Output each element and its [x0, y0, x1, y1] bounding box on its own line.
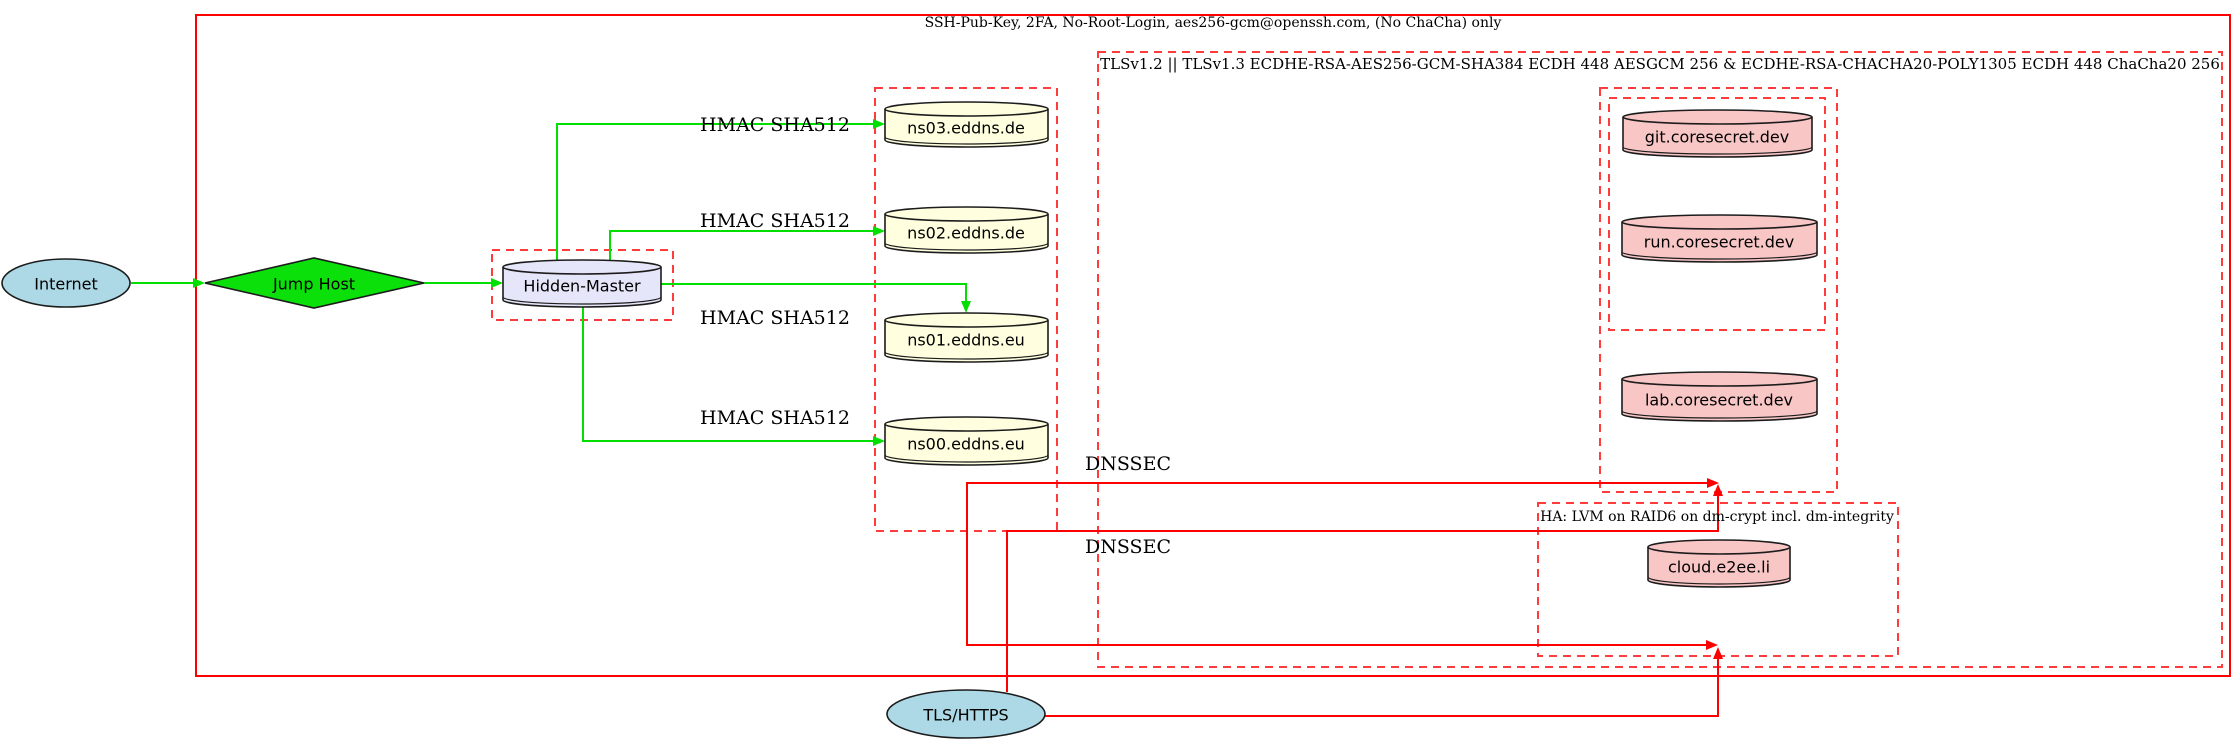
cluster-tls-box: [1097, 51, 2223, 668]
node-label-cloud: cloud.e2ee.li: [1667, 557, 1771, 577]
edge-label-hmac-ns01: HMAC SHA512: [700, 307, 850, 329]
node-lab: [1621, 371, 1818, 422]
node-git: [1622, 109, 1813, 158]
node-run: [1621, 214, 1818, 263]
edge-label-hmac-ns03: HMAC SHA512: [700, 114, 850, 136]
edge-label-dnssec-lower: DNSSEC: [1085, 536, 1171, 558]
node-tls-https: [886, 689, 1046, 739]
node-cloud: [1647, 539, 1791, 588]
edge-label-hmac-ns02: HMAC SHA512: [700, 210, 850, 232]
node-ns02: [884, 206, 1049, 254]
cluster-ssh-box: [195, 14, 2231, 677]
cluster-ha-title: HA: LVM on RAID6 on dm-crypt incl. dm-in…: [1540, 509, 1894, 525]
edge-dns-to-web-cluster-dnssec: [966, 478, 1719, 531]
node-ns03: [884, 101, 1049, 148]
edge-label-hmac-ns00: HMAC SHA512: [700, 407, 850, 429]
edge-tlshttps-to-ha-cluster: [1045, 647, 1723, 717]
node-label-internet: Internet: [34, 274, 98, 294]
edge-internet-to-jumphost: [131, 278, 205, 288]
edge-tlshttps-to-web-cluster: [1006, 484, 1723, 692]
edge-hiddenmaster-to-ns01: [661, 283, 971, 313]
edge-dns-to-ha-cluster-dnssec: [966, 531, 1718, 650]
node-ns01: [884, 312, 1049, 363]
node-label-lab: lab.coresecret.dev: [1644, 390, 1794, 410]
edge-hiddenmaster-to-ns00: [582, 306, 885, 446]
node-label-git: git.coresecret.dev: [1644, 127, 1790, 147]
node-label-jump-host: Jump Host: [272, 274, 356, 294]
node-label-ns01: ns01.eddns.eu: [907, 330, 1025, 350]
edge-jumphost-to-hiddenmaster: [424, 278, 503, 288]
edge-hiddenmaster-to-ns03: [556, 119, 885, 261]
node-jump-host: [204, 257, 425, 309]
cluster-ssh-title: SSH-Pub-Key, 2FA, No-Root-Login, aes256-…: [924, 15, 1502, 31]
node-label-ns03: ns03.eddns.de: [907, 118, 1025, 138]
edge-label-dnssec-upper: DNSSEC: [1085, 453, 1171, 475]
node-internet: [1, 258, 131, 308]
node-label-ns00: ns00.eddns.eu: [907, 434, 1025, 454]
cluster-tls-title: TLSv1.2 || TLSv1.3 ECDHE-RSA-AES256-GCM-…: [1100, 55, 2220, 73]
node-label-tls-https: TLS/HTTPS: [923, 705, 1009, 725]
node-label-run: run.coresecret.dev: [1643, 232, 1795, 252]
node-hidden-master: [502, 259, 662, 308]
node-label-ns02: ns02.eddns.de: [907, 223, 1025, 243]
edge-hiddenmaster-to-ns02: [609, 226, 885, 261]
node-ns00: [884, 416, 1049, 466]
node-label-hidden-master: Hidden-Master: [523, 276, 641, 296]
